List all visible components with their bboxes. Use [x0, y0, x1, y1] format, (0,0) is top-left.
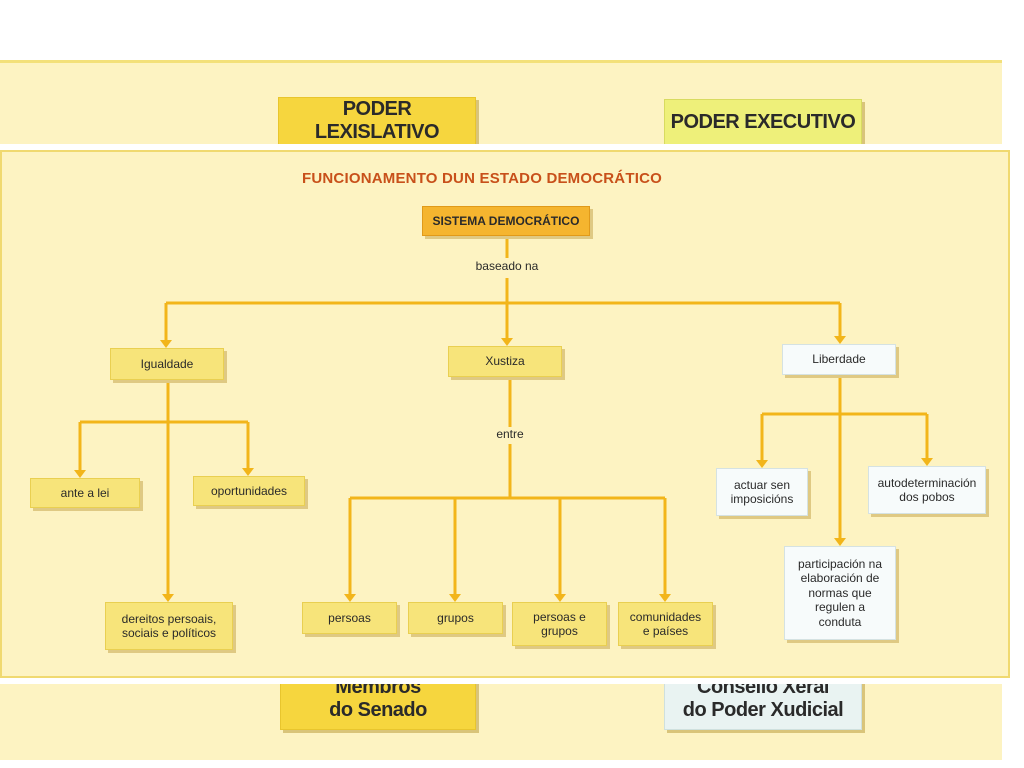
dereitos-node: dereitos persoais, sociais e políticos — [105, 602, 233, 650]
do-senado-line: do Senado — [329, 699, 427, 721]
persoas-e-grupos-node: persoas e grupos — [512, 602, 607, 646]
igualdade-node: Igualdade — [110, 348, 224, 380]
consello-xeral-line: Consello Xeral — [697, 676, 829, 698]
oportunidades-node: oportunidades — [193, 476, 305, 506]
diagram-title: FUNCIONAMENTO DUN ESTADO DEMOCRÁTICO — [302, 170, 662, 187]
poder-executivo-box: PODER EXECUTIVO — [664, 99, 862, 145]
membros-do-senado-box: Membros do Senado — [280, 668, 476, 730]
persoas-node: persoas — [302, 602, 397, 634]
consello-xeral-box: Consello Xeral do Poder Xudicial — [664, 668, 862, 730]
xustiza-node: Xustiza — [448, 346, 562, 377]
entre-label: entre — [488, 427, 532, 444]
sistema-democratico-node: SISTEMA DEMOCRÁTICO — [422, 206, 590, 236]
baseado-na-label: baseado na — [462, 259, 552, 277]
poder-lexislativo-box: PODER LEXISLATIVO — [278, 97, 476, 145]
participacion-node: participación na elaboración de normas q… — [784, 546, 896, 640]
grupos-node: grupos — [408, 602, 503, 634]
ante-a-lei-node: ante a lei — [30, 478, 140, 508]
comunidades-e-paises-node: comunidades e países — [618, 602, 713, 646]
membros-line: Membros — [335, 676, 421, 698]
autodeterminacion-node: autodeterminación dos pobos — [868, 466, 986, 514]
actuar-sen-imposicions-node: actuar sen imposicións — [716, 468, 808, 516]
liberdade-node: Liberdade — [782, 344, 896, 375]
do-poder-xudicial-line: do Poder Xudicial — [682, 699, 844, 721]
